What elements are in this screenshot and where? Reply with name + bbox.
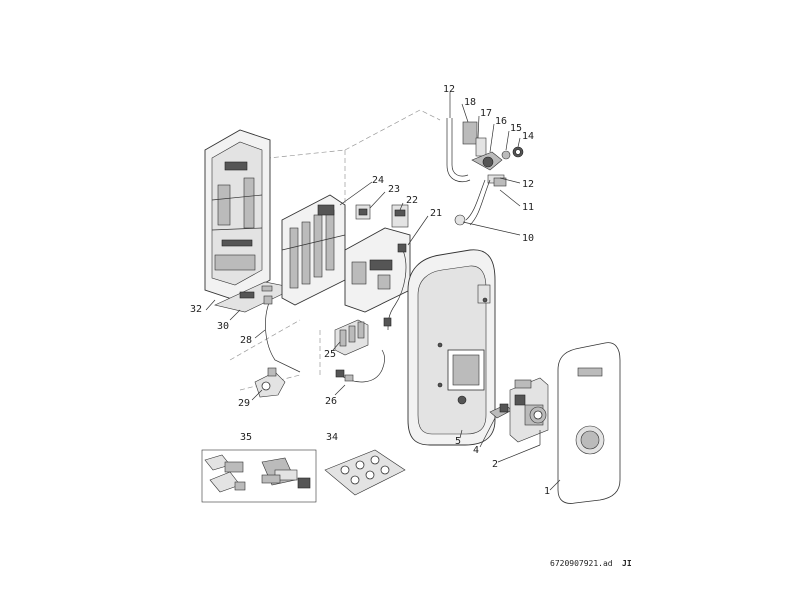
front-cover [557,342,621,504]
part-label-30: 30 [217,321,229,332]
leader-lines [205,92,561,491]
part-label-15: 15 [510,123,522,134]
part-label-24: 24 [372,175,384,186]
part-label-29: 29 [238,398,250,409]
assembly-guides [229,109,441,391]
back-frame [204,129,271,301]
inlet-fitting [254,367,286,398]
mounting-template [324,449,406,496]
part-label-16: 16 [495,116,507,127]
part-label-32: 32 [190,304,202,315]
part-label-23: 23 [388,184,400,195]
part-label-11: 11 [522,202,534,213]
control-panel [509,377,549,443]
part-label-1: 1 [544,486,550,497]
control-cable [383,243,407,331]
part-label-17: 17 [480,108,492,119]
document-reference: 6720907921.ad JI [550,559,632,568]
part-labels: 1 2 4 5 10 11 12 12 14 15 16 17 18 21 22… [190,84,550,497]
terminal-connector [355,204,371,220]
part-label-12-right: 12 [522,179,534,190]
connection-hose [263,295,301,373]
part-label-5: 5 [455,436,461,447]
part-label-10: 10 [522,233,534,244]
part-label-35: 35 [240,432,252,443]
part-label-14: 14 [522,131,534,142]
part-label-2: 2 [492,459,498,470]
part-label-28: 28 [240,335,252,346]
part-label-26: 26 [325,396,337,407]
part-label-12-top: 12 [443,84,455,95]
part-label-22: 22 [406,195,418,206]
part-label-4: 4 [473,445,479,456]
heating-block [281,194,346,306]
part-label-18: 18 [464,97,476,108]
part-label-34: 34 [326,432,338,443]
terminal-block [334,319,369,356]
sensor-wire [335,349,385,383]
outlet-pipe [454,177,507,226]
document-suffix: JI [622,559,632,568]
fittings-kit [201,449,317,503]
part-label-21: 21 [430,208,442,219]
part-label-25: 25 [324,349,336,360]
document-code: 6720907921.ad [550,559,613,568]
electronics-module [344,204,411,313]
main-housing [407,249,496,446]
